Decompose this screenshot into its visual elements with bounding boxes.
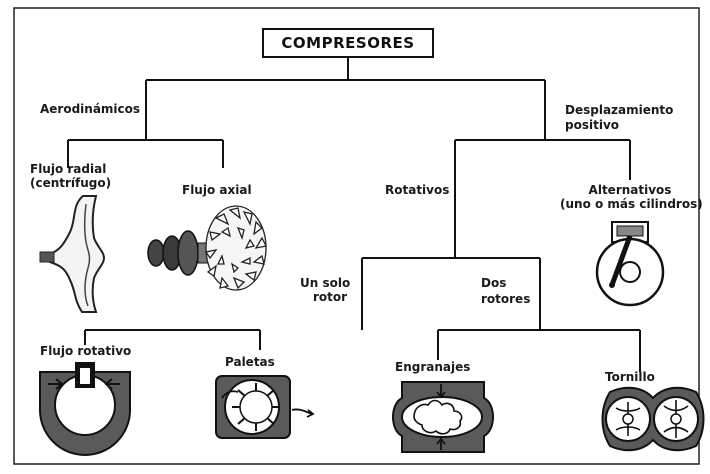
gear-compressor-icon bbox=[392, 381, 494, 453]
label-dos-line2: rotores bbox=[481, 292, 531, 306]
label-un-solo-line2: rotor bbox=[313, 290, 348, 304]
label-desplazamiento-line1: Desplazamiento bbox=[565, 103, 674, 117]
label-flujo-radial-line2: (centrífugo) bbox=[30, 176, 112, 190]
label-rotativos: Rotativos bbox=[385, 183, 450, 197]
label-paletas: Paletas bbox=[225, 355, 275, 369]
piston-cylinder-icon bbox=[595, 221, 665, 307]
vane-compressor-icon bbox=[215, 375, 315, 439]
axial-compressor-icon bbox=[147, 205, 267, 291]
label-flujo-rotativo: Flujo rotativo bbox=[40, 344, 132, 358]
label-flujo-axial: Flujo axial bbox=[182, 183, 252, 197]
label-un-solo-line1: Un solo bbox=[300, 276, 351, 290]
label-aerodinamicos: Aerodinámicos bbox=[40, 102, 141, 116]
label-tornillo: Tornillo bbox=[605, 370, 655, 384]
rotary-flow-icon bbox=[39, 362, 131, 456]
label-dos-line1: Dos bbox=[481, 276, 507, 290]
label-engranajes: Engranajes bbox=[395, 360, 471, 374]
label-alternativos-line2: (uno o más cilindros) bbox=[560, 197, 703, 211]
label-desplazamiento-line2: positivo bbox=[565, 118, 620, 132]
label-alternativos-line1: Alternativos bbox=[588, 183, 672, 197]
radial-impeller-icon bbox=[39, 195, 106, 313]
screw-compressor-icon bbox=[601, 386, 705, 452]
outer-border bbox=[13, 7, 700, 465]
tree-connectors bbox=[67, 58, 641, 372]
diagram-title: COMPRESORES bbox=[262, 28, 434, 58]
label-flujo-radial-line1: Flujo radial bbox=[30, 162, 107, 176]
